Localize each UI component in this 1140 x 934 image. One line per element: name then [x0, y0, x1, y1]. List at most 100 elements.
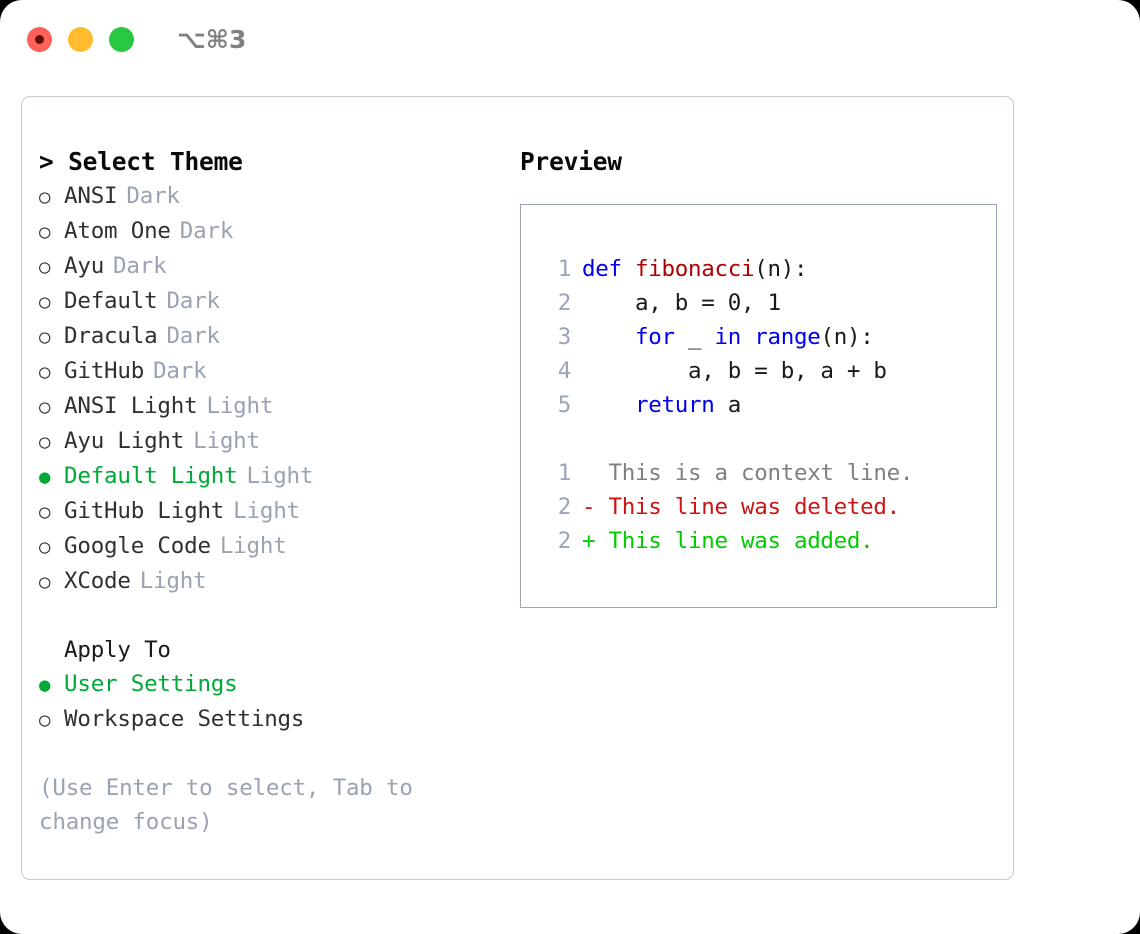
radio-unselected-icon: ○	[39, 361, 51, 383]
radio-unselected-icon: ○	[39, 256, 51, 278]
radio-unselected-icon: ○	[39, 396, 51, 418]
radio-unselected-icon: ○	[39, 291, 51, 313]
theme-option-label: GitHub Light	[64, 498, 225, 524]
diff-line: 2- This line was deleted.	[539, 490, 996, 524]
theme-option-label: Google Code	[64, 533, 211, 559]
code-token-plain: (n):	[754, 256, 808, 282]
apply-to-header: Apply To	[64, 637, 171, 663]
theme-option-category: Dark	[113, 253, 167, 279]
theme-option-ansi-light[interactable]: ○ ANSI Light Light	[39, 389, 501, 424]
code-line: 3 for _ in range(n):	[539, 320, 996, 354]
code-line-number: 2	[557, 290, 572, 316]
theme-option-label: Default Light	[64, 463, 238, 489]
theme-option-label: ANSI	[64, 183, 118, 209]
diff-line: 1 This is a context line.	[539, 456, 996, 490]
radio-unselected-icon: ○	[39, 186, 51, 208]
theme-option-github-light[interactable]: ○ GitHub Light Light	[39, 494, 501, 529]
code-token-plain	[582, 324, 635, 350]
theme-option-category: Dark	[166, 288, 220, 314]
code-line-text: a, b = b, a + b	[582, 354, 887, 388]
diff-line-number: 1	[557, 460, 572, 486]
diff-line: 2 + This line was added.	[539, 524, 996, 558]
radio-unselected-icon: ○	[39, 501, 51, 523]
theme-option-default-light[interactable]: ● Default Light Light	[39, 459, 501, 494]
radio-unselected-icon: ○	[39, 709, 51, 731]
diff-marker-del: -	[582, 494, 596, 520]
theme-option-ansi[interactable]: ○ ANSI Dark	[39, 179, 501, 214]
apply-to-option-user-settings[interactable]: ●User Settings	[39, 667, 501, 702]
code-line: 1 def fibonacci(n):	[539, 252, 996, 286]
code-token-plain: (n):	[820, 324, 874, 350]
theme-option-label: GitHub	[64, 358, 145, 384]
theme-option-github[interactable]: ○ GitHub Dark	[39, 354, 501, 389]
title-bar: ⌥⌘3	[0, 0, 1140, 78]
radio-selected-icon: ●	[39, 674, 51, 696]
theme-option-category: Light	[193, 428, 260, 454]
minimize-window-icon[interactable]	[68, 26, 93, 52]
radio-unselected-icon: ○	[39, 536, 51, 558]
code-token-plain: _	[674, 324, 715, 350]
code-token-kw: in	[714, 324, 742, 350]
diff-line-text: This line was added.	[595, 528, 874, 554]
code-line-number: 5	[557, 392, 572, 418]
code-line: 2 a, b = 0, 1	[539, 286, 996, 320]
keyboard-hint-text: (Use Enter to select, Tab to change focu…	[39, 775, 413, 835]
code-line-text: def fibonacci(n):	[582, 252, 808, 286]
maximize-window-icon[interactable]	[109, 26, 134, 52]
radio-unselected-icon: ○	[39, 221, 51, 243]
theme-option-category: Dark	[179, 218, 234, 244]
diff-line-number: 2	[557, 494, 572, 520]
code-token-kw: range	[754, 324, 821, 350]
theme-option-category: Dark	[166, 323, 220, 349]
preview-title: Preview	[520, 147, 622, 176]
code-line-text: for _ in range(n):	[582, 320, 874, 354]
theme-option-label: ANSI Light	[64, 393, 198, 419]
diff-marker-add: +	[582, 528, 596, 554]
theme-option-category: Light	[206, 393, 274, 419]
theme-option-label: XCode	[64, 568, 131, 594]
code-line-number: 1	[557, 256, 572, 282]
radio-selected-icon: ●	[39, 466, 51, 488]
code-token-kw: def	[582, 256, 635, 282]
close-window-icon[interactable]	[27, 26, 52, 52]
code-line: 4 a, b = b, a + b	[539, 354, 996, 388]
theme-option-atom-one[interactable]: ○ Atom One Dark	[39, 214, 501, 249]
spacer	[539, 422, 996, 456]
theme-option-category: Dark	[153, 358, 207, 384]
code-token-fn: fibonacci	[635, 256, 755, 282]
theme-option-category: Dark	[126, 183, 180, 209]
apply-to-option-label: Workspace Settings	[64, 706, 305, 732]
theme-option-category: Light	[139, 568, 207, 594]
radio-unselected-icon: ○	[39, 431, 51, 453]
theme-option-category: Light	[246, 463, 314, 489]
code-line-text: return a	[582, 388, 741, 422]
select-theme-header: > Select Theme	[39, 147, 243, 176]
code-token-kw: for	[635, 324, 675, 350]
theme-option-label: Atom One	[64, 218, 171, 244]
diff-line-number: 2	[557, 528, 572, 554]
diff-line-text: This is a context line.	[595, 460, 914, 486]
diff-marker-ctx	[582, 456, 595, 490]
spacer	[39, 599, 501, 633]
code-token-plain: a	[714, 392, 742, 418]
code-token-plain	[741, 324, 754, 350]
apply-to-list: ●User Settings ○ Workspace Settings	[39, 667, 501, 737]
code-line-number: 3	[557, 324, 572, 350]
code-token-plain: a, b = b, a + b	[582, 358, 887, 384]
apply-to-option-workspace-settings[interactable]: ○ Workspace Settings	[39, 702, 501, 737]
keyboard-shortcut-label: ⌥⌘3	[177, 24, 247, 54]
diff-line-text: This line was deleted.	[595, 494, 900, 520]
theme-option-category: Light	[233, 498, 300, 524]
radio-unselected-icon: ○	[39, 326, 51, 348]
